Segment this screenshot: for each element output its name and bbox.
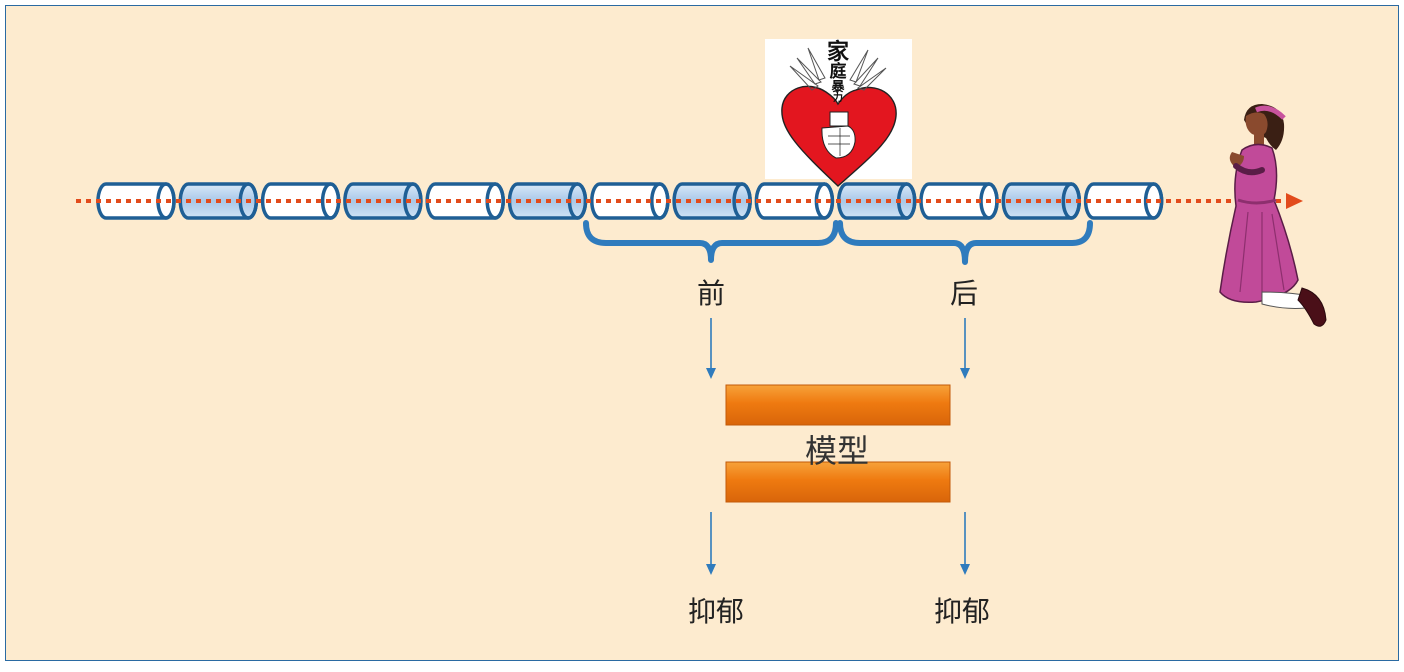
before-label: 前 [697,277,726,310]
event-text-char-4: 力 [833,93,843,104]
event-text-char-2: 庭 [829,62,847,82]
timeline-arrow [76,193,1303,209]
event-image-text: 家 庭 暴 力 [818,42,858,104]
diagram-canvas [5,5,1399,661]
timeline-segment [1083,182,1164,220]
before-period-brace [583,220,839,263]
model-to-output-left-arrow [706,512,716,575]
output-right-label: 抑郁 [934,595,991,628]
timeline-segment [1001,182,1082,220]
broken-heart-domestic-violence-icon [765,39,912,187]
event-text-char-1: 家 [826,40,849,65]
after-label: 后 [950,277,979,310]
after-period-brace [837,220,1093,265]
model-bar-top [725,384,951,426]
model-bar-bottom [725,461,951,503]
before-to-model-arrow [706,318,716,379]
kneeling-woman-figure [1219,104,1327,327]
after-to-model-arrow [960,318,970,379]
event-text-char-3: 暴 [831,80,845,95]
output-left-label: 抑郁 [688,595,745,628]
model-label: 模型 [805,432,870,470]
model-to-output-right-arrow [960,512,970,575]
